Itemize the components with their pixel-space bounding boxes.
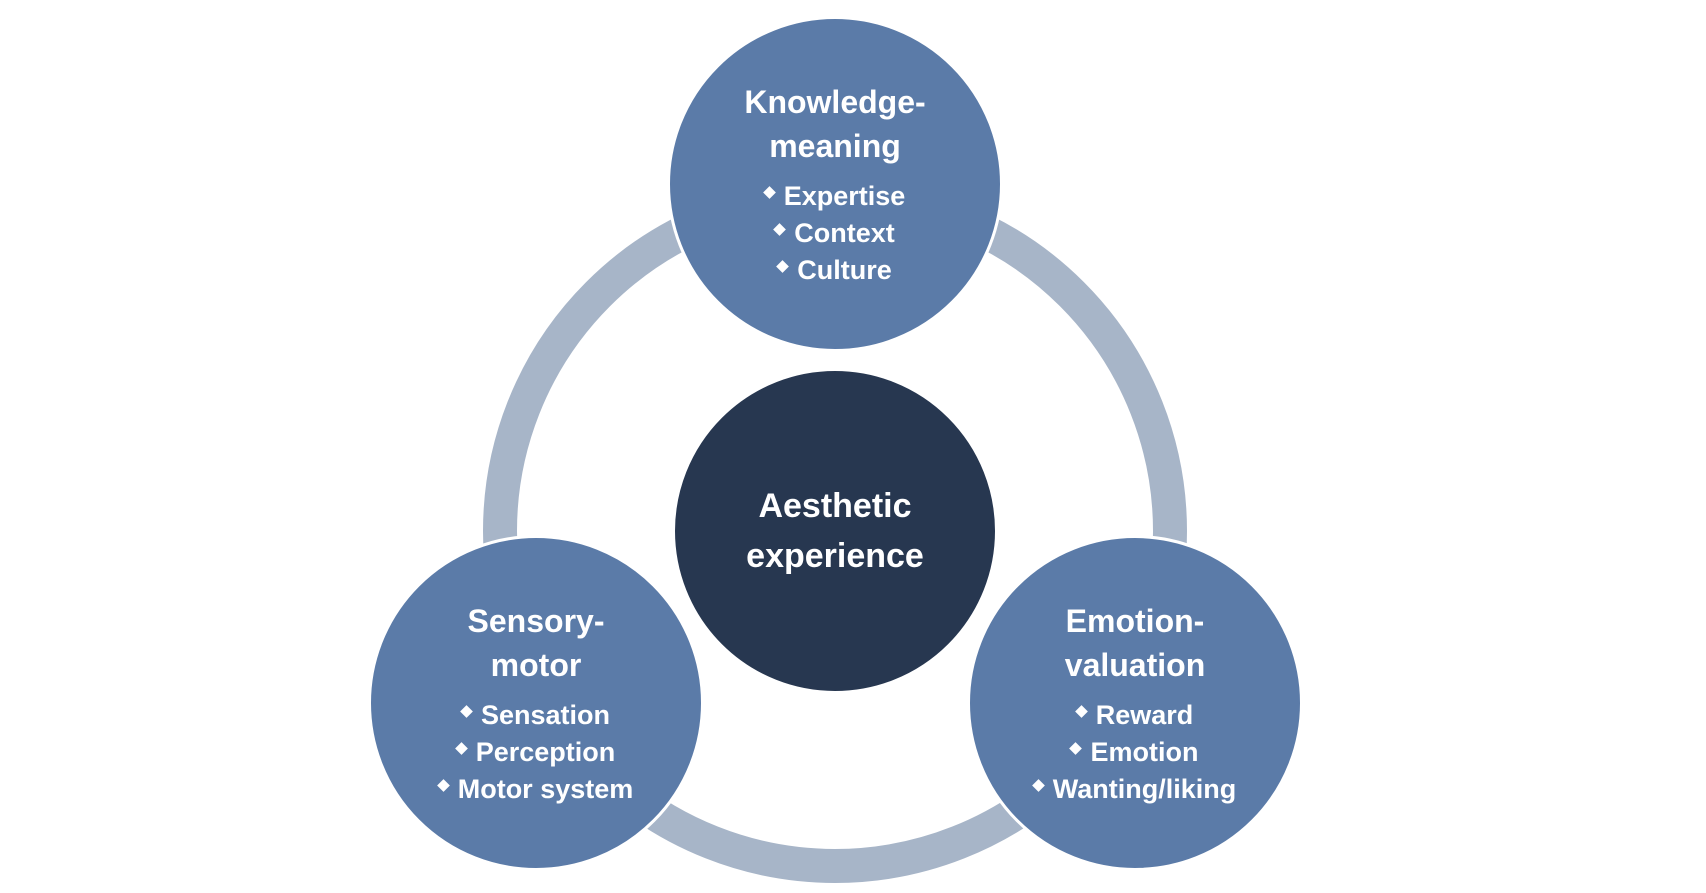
- diamond-bullet-icon: [762, 186, 776, 199]
- list-item: Context: [765, 215, 906, 252]
- node-title-line2: meaning: [769, 127, 901, 164]
- sensory-motor-circle: Sensory- motor Sensation Perception Moto…: [368, 535, 704, 871]
- node-title-line2: valuation: [1064, 646, 1206, 683]
- center-title-line2: experience: [746, 537, 924, 575]
- node-title-line1: Emotion-: [1065, 602, 1205, 639]
- item-label: Sensation: [480, 699, 610, 730]
- diamond-bullet-icon: [1069, 742, 1083, 755]
- item-label: Context: [794, 217, 895, 248]
- node-title-line2: motor: [490, 646, 582, 683]
- diamond-bullet-icon: [1074, 705, 1088, 718]
- node-items: Reward Emotion Wanting/liking: [1031, 697, 1237, 808]
- item-label: Emotion: [1090, 736, 1199, 767]
- diamond-bullet-icon: [776, 260, 790, 273]
- aesthetic-experience-circle: Aesthetic experience: [672, 368, 998, 694]
- node-title-line1: Knowledge-: [744, 83, 926, 120]
- node-title-line1: Sensory-: [467, 602, 605, 639]
- item-label: Expertise: [783, 180, 906, 211]
- item-label: Culture: [797, 254, 892, 285]
- knowledge-meaning-circle: Knowledge- meaning Expertise Context Cul…: [667, 16, 1003, 352]
- diamond-bullet-icon: [436, 779, 450, 792]
- item-label: Reward: [1095, 699, 1194, 730]
- emotion-valuation-circle: Emotion- valuation Reward Emotion Wantin…: [967, 535, 1303, 871]
- diamond-bullet-icon: [773, 223, 787, 236]
- node-items: Expertise Context Culture: [762, 178, 906, 289]
- node-items: Sensation Perception Motor system: [436, 697, 634, 808]
- list-item: Reward: [1034, 697, 1236, 734]
- item-label: Wanting/liking: [1052, 773, 1237, 804]
- list-item: Sensation: [439, 697, 634, 734]
- item-label: Motor system: [457, 773, 634, 804]
- list-item: Motor system: [436, 771, 634, 808]
- list-item: Emotion: [1034, 734, 1236, 771]
- diamond-bullet-icon: [454, 742, 468, 755]
- list-item: Culture: [765, 252, 906, 289]
- diamond-bullet-icon: [1031, 779, 1045, 792]
- list-item: Wanting/liking: [1031, 771, 1237, 808]
- list-item: Perception: [439, 734, 634, 771]
- list-item: Expertise: [762, 178, 906, 215]
- center-title-line1: Aesthetic: [758, 487, 912, 525]
- diamond-bullet-icon: [460, 705, 473, 718]
- item-label: Perception: [475, 736, 616, 767]
